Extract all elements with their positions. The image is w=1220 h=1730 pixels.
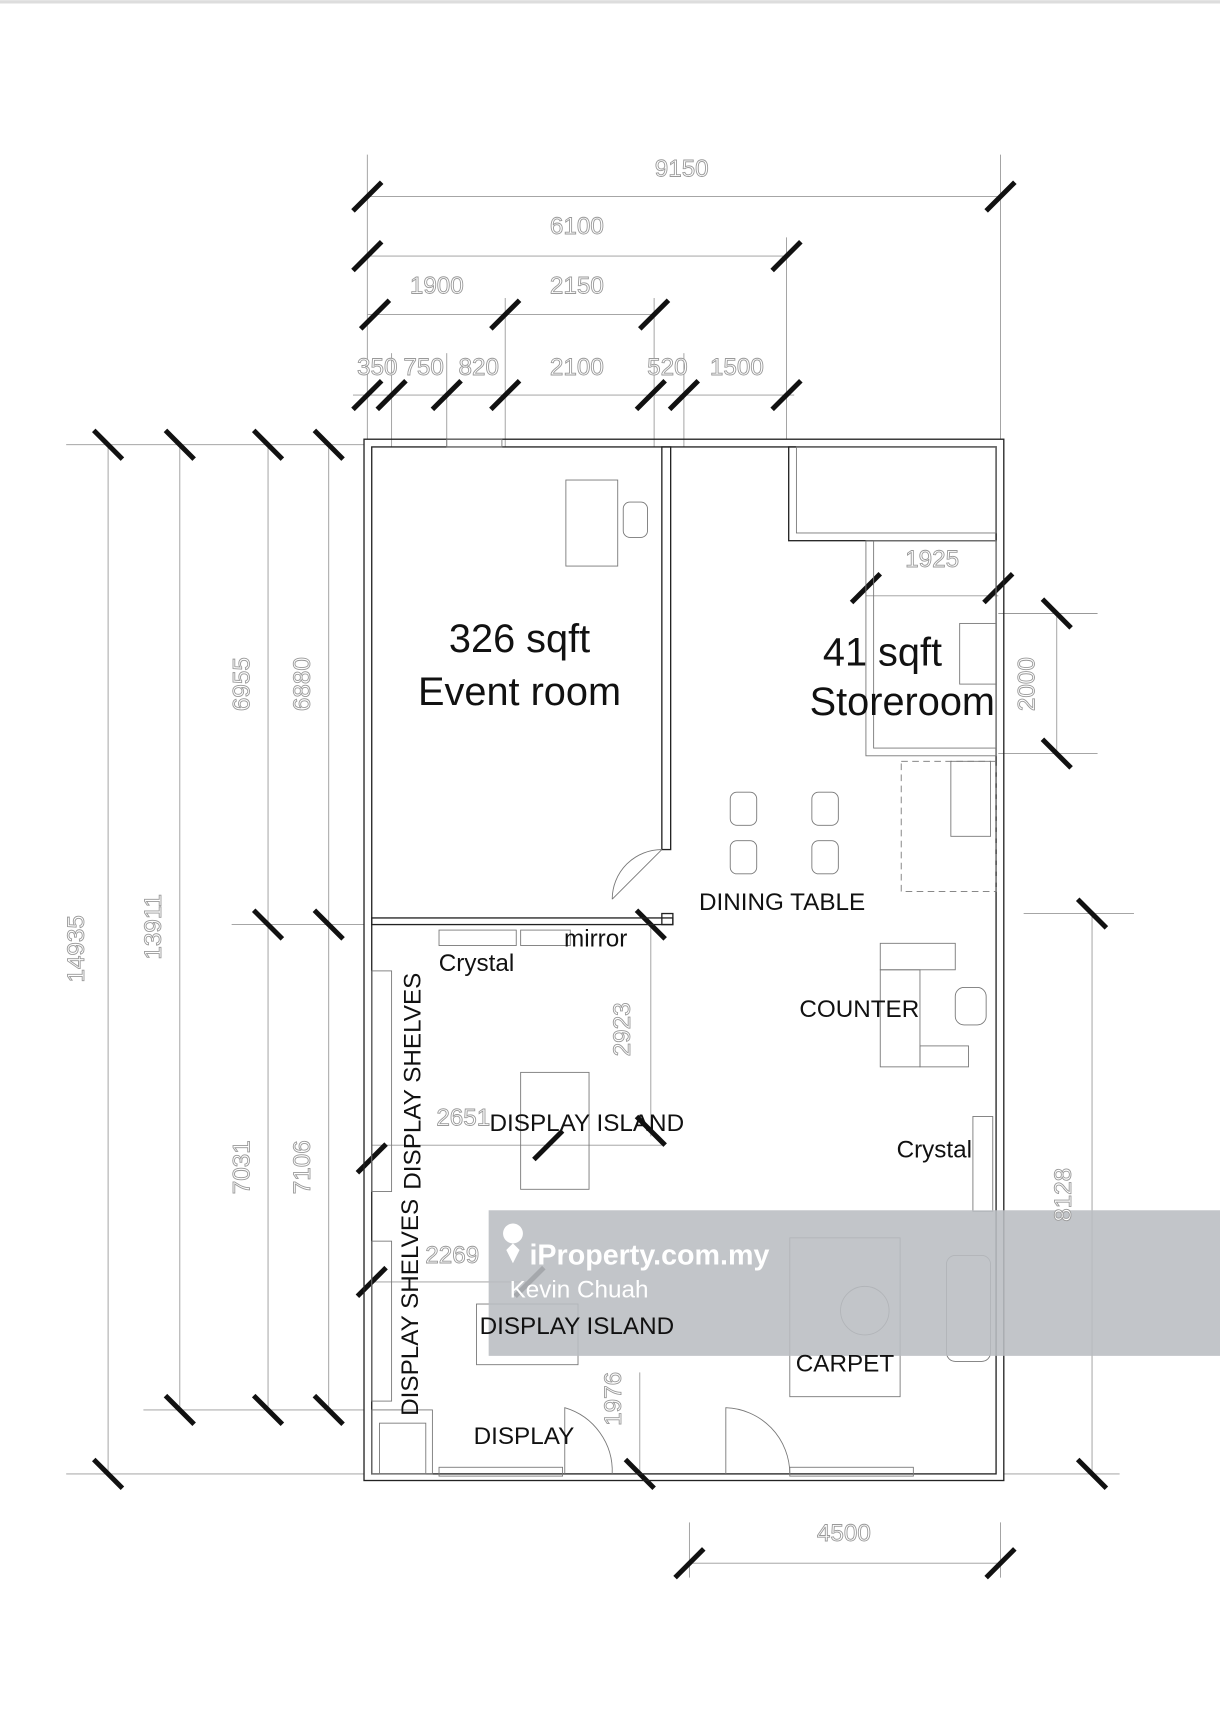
display-island-label: DISPLAY ISLAND [490,1110,685,1137]
room-labels: 326 sqft Event room 41 sqft Storeroom DI… [397,617,995,1450]
dimension-tick [667,378,701,412]
dim-7106: 7106 [289,1140,316,1194]
dim-820: 820 [458,354,498,381]
dimension-tick [1040,737,1073,770]
dimension-tick [673,1547,706,1580]
carpet-label: CARPET [796,1350,895,1377]
dim-2269: 2269 [425,1242,479,1269]
dimension-tick [251,428,285,461]
dim-750: 750 [403,354,443,381]
dim-1900: 1900 [410,273,464,300]
dimension-tick [1040,597,1073,630]
storeroom-name: Storeroom [810,680,995,724]
dimension-tick [770,240,803,273]
crystal-label: Crystal [897,1136,972,1163]
dimension-tick [1075,1457,1109,1490]
dimension-tick [984,180,1017,213]
dimension-tick [638,298,671,331]
dim-7031: 7031 [228,1140,255,1194]
mirror-label: mirror [564,926,627,953]
dimension-tick [351,378,384,412]
dim-1976: 1976 [600,1372,627,1426]
dimension-tick [163,428,196,461]
event-room-area: 326 sqft [449,617,590,661]
watermark: iProperty.com.my Kevin Chuah [488,1210,1220,1356]
dimension-tick [92,1457,125,1490]
dimension-tick [312,428,345,461]
dimension-tick [312,1393,345,1427]
display-island-label: DISPLAY ISLAND [480,1313,675,1340]
dim-4500: 4500 [817,1520,871,1547]
dimension-tick [532,1129,565,1162]
dimension-tick [163,1393,196,1427]
dim-8128: 8128 [1050,1168,1077,1222]
dimension-tick [489,378,522,412]
dimension-tick [984,1547,1017,1580]
dimension-tick [375,378,408,412]
dimension-tick [312,908,345,941]
display-shelves-label: DISPLAY SHELVES [397,1199,424,1416]
dimension-tick [1075,897,1109,930]
dimension-tick [489,298,522,331]
dim-2651: 2651 [436,1104,490,1131]
dimension-tick [351,180,384,213]
top-border [0,0,1220,4]
dim-6100: 6100 [550,213,604,240]
dim-2923: 2923 [609,1002,636,1056]
dimension-tick [770,378,803,412]
location-pin-icon [503,1223,523,1264]
dim-13911: 13911 [140,894,167,960]
dimension-tick [634,1114,667,1147]
dim-1500: 1500 [710,354,764,381]
dim-2000: 2000 [1014,657,1041,711]
dining-table-label: DINING TABLE [699,889,865,916]
dim-9150: 9150 [655,156,709,183]
dim-14935: 14935 [63,915,90,982]
dim-350: 350 [357,354,397,381]
dimension-tick [430,378,463,412]
dimension-tick [634,378,667,412]
dim-2100: 2100 [550,354,604,381]
dim-6880: 6880 [289,657,316,711]
display-shelves-label: DISPLAY SHELVES [399,973,426,1190]
dim-1925: 1925 [905,546,959,573]
watermark-agent: Kevin Chuah [510,1276,649,1303]
storeroom-area: 41 sqft [823,630,942,674]
dimension-tick [358,298,392,331]
dimension-tick [351,240,384,273]
dimension-tick [982,572,1015,605]
dimension-lines [66,154,1134,1578]
dimension-tick [251,1393,285,1427]
display-label: DISPLAY [474,1423,575,1450]
crystal-label: Crystal [439,950,514,977]
dimension-ticks [92,180,1109,1580]
dimension-tick [251,908,285,941]
event-room-name: Event room [418,670,621,714]
dimension-tick [92,428,125,461]
dim-2150: 2150 [550,273,604,300]
dimension-labels: 9150 6100 1900 2150 350 750 820 2100 520… [62,155,1077,1547]
dim-6955: 6955 [228,657,255,711]
watermark-brand: iProperty.com.my [529,1239,769,1271]
walls [363,438,1005,1482]
dim-520: 520 [647,354,687,381]
counter-label: COUNTER [799,996,919,1023]
